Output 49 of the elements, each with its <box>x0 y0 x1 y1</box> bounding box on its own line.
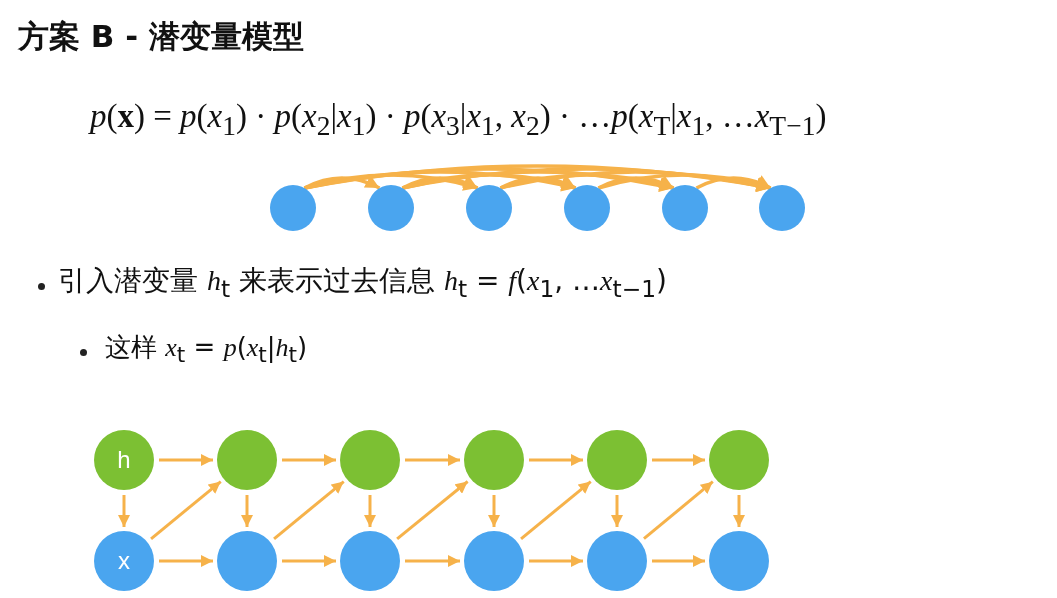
bullet-text: 这样 x$_{t}$ = p(x$_{t}$|h$_{t}$) <box>105 331 308 368</box>
arrow <box>401 175 479 190</box>
arrow <box>611 495 623 527</box>
arrow <box>733 495 745 527</box>
arrow <box>499 175 577 190</box>
bullet-text: 引入潜变量 h$_{t}$ 来表示过去信息 h$_{t}$ = f(x$_{1}$, …x$_{t−1}$) <box>58 263 668 303</box>
arrow <box>241 495 253 527</box>
circle-node <box>759 185 805 231</box>
arrow <box>695 175 772 190</box>
circle-node <box>217 430 277 490</box>
arrow <box>529 454 583 466</box>
circle-node <box>587 531 647 591</box>
slide-title: 方案 B - 潜变量模型 <box>18 17 304 56</box>
circle-node <box>270 185 316 231</box>
circle-node <box>466 185 512 231</box>
arrow <box>303 175 381 190</box>
arrow <box>643 480 714 540</box>
arrow <box>405 454 460 466</box>
circle-node <box>564 185 610 231</box>
arrow <box>159 555 213 567</box>
circle-node <box>217 531 277 591</box>
arrow <box>396 480 469 541</box>
arrow <box>520 480 592 540</box>
arrow <box>488 495 500 527</box>
arrow <box>652 454 705 466</box>
arrow <box>159 454 213 466</box>
circle-node <box>340 430 400 490</box>
arrow <box>273 480 345 540</box>
arrow <box>652 555 705 567</box>
circle-node: h <box>94 430 154 490</box>
arrow <box>597 175 675 190</box>
circle-node <box>587 430 647 490</box>
arrow <box>364 495 376 527</box>
arrow <box>282 454 336 466</box>
circle-node <box>464 430 524 490</box>
circle-node <box>709 430 769 490</box>
circle-node <box>368 185 414 231</box>
arrow <box>405 555 460 567</box>
circle-node <box>662 185 708 231</box>
circle-node <box>464 531 524 591</box>
arrow <box>529 555 583 567</box>
circle-node <box>709 531 769 591</box>
arrow <box>598 173 771 191</box>
circle-node <box>340 531 400 591</box>
arrow <box>282 555 336 567</box>
formula: p(x) = p(x$_{1}$) · p(x$_{2}$|x$_{1}$) · p(x$_{3}$|x$_{1}$, x$_{2}$) · …p(x$_{T}$|x$_{1}$, …x$_{T−1}$) <box>90 98 827 142</box>
circle-node: x <box>94 531 154 591</box>
arrow <box>150 480 222 540</box>
arrow <box>118 495 130 527</box>
